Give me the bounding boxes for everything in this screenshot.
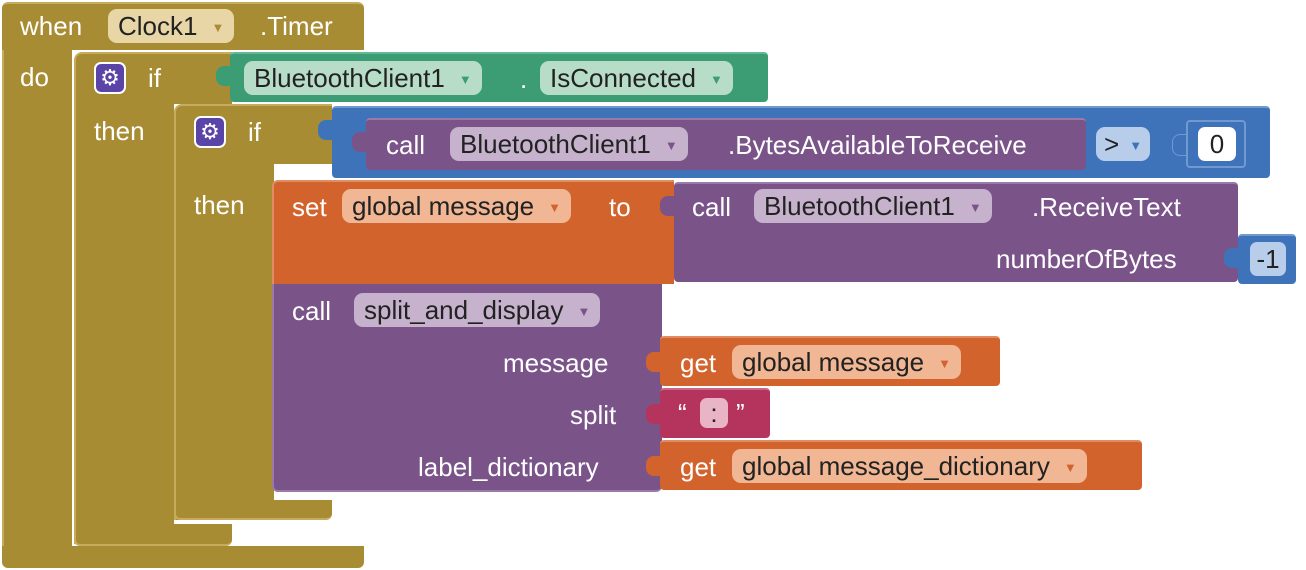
- dropdown-arrow-icon: ▼: [664, 138, 678, 153]
- to-keyword: to: [609, 192, 631, 222]
- arg-label-message: message: [503, 348, 609, 378]
- clock-component-label: Clock1: [118, 11, 198, 41]
- dropdown-arrow-icon: ▼: [938, 356, 951, 371]
- dropdown-arrow-icon: ▼: [1129, 138, 1143, 153]
- arg-label-dictionary: label_dictionary: [418, 452, 599, 482]
- procedure-call-keyword: call: [292, 296, 332, 326]
- variable-label: global message_dictionary: [742, 451, 1050, 481]
- property-dot: .: [520, 64, 528, 94]
- bluetooth-component-dropdown[interactable]: BluetoothClient1 ▼: [754, 189, 992, 223]
- operator-label: >: [1104, 129, 1120, 159]
- bytes-available-block[interactable]: [366, 118, 1086, 170]
- connector-tab: [646, 352, 660, 372]
- dropdown-arrow-icon: ▼: [709, 72, 723, 87]
- get-keyword: get: [680, 348, 717, 378]
- gear-icon[interactable]: ⚙: [194, 116, 226, 148]
- property-label: IsConnected: [550, 63, 696, 93]
- inner-then-keyword: then: [194, 190, 245, 220]
- text-field[interactable]: :: [700, 398, 728, 428]
- dropdown-arrow-icon: ▼: [211, 20, 225, 35]
- arg-label-split: split: [570, 400, 617, 430]
- set-keyword: set: [292, 192, 327, 222]
- receive-method-name: .ReceiveText: [1032, 192, 1181, 222]
- procedure-dropdown[interactable]: split_and_display ▼: [354, 293, 601, 327]
- event-name: .Timer: [260, 11, 333, 41]
- method-name: .BytesAvailableToReceive: [728, 130, 1027, 160]
- bluetooth-component-label: BluetoothClient1: [460, 129, 651, 159]
- close-quote: ”: [736, 398, 745, 428]
- bluetooth-component-dropdown[interactable]: BluetoothClient1 ▼: [450, 127, 688, 161]
- variable-dropdown[interactable]: global message_dictionary ▼: [732, 449, 1087, 483]
- bluetooth-component-dropdown[interactable]: BluetoothClient1 ▼: [244, 61, 482, 95]
- dropdown-arrow-icon: ▼: [548, 200, 561, 215]
- connector-tab: [318, 120, 332, 140]
- connector-tab: [646, 456, 660, 476]
- variable-label: global message: [742, 347, 925, 377]
- number-field[interactable]: 0: [1198, 127, 1236, 161]
- open-quote: “: [678, 398, 687, 428]
- connector-tab: [646, 404, 660, 424]
- dropdown-arrow-icon: ▼: [458, 72, 472, 87]
- outer-then-keyword: then: [94, 116, 145, 146]
- operator-dropdown[interactable]: >▼: [1096, 127, 1151, 161]
- clock-component-dropdown[interactable]: Clock1 ▼: [108, 9, 235, 43]
- connector-tab: [660, 196, 674, 216]
- receive-call-keyword: call: [692, 192, 732, 222]
- keyword-when: when: [20, 11, 83, 41]
- connector-tab: [216, 66, 230, 86]
- bluetooth-component-label: BluetoothClient1: [764, 191, 955, 221]
- outer-if-keyword: if: [148, 63, 161, 93]
- dropdown-arrow-icon: ▼: [968, 200, 982, 215]
- get-keyword: get: [680, 452, 717, 482]
- connector-tab: [1224, 248, 1238, 268]
- gear-icon[interactable]: ⚙: [94, 62, 126, 94]
- procedure-label: split_and_display: [364, 295, 564, 325]
- keyword-do: do: [20, 62, 49, 92]
- property-dropdown[interactable]: IsConnected ▼: [540, 61, 733, 95]
- variable-dropdown[interactable]: global message ▼: [342, 189, 571, 223]
- inner-call-keyword: call: [386, 130, 426, 160]
- bluetooth-component-label: BluetoothClient1: [254, 63, 445, 93]
- inner-if-keyword: if: [248, 117, 261, 147]
- inner-if-block[interactable]: [174, 104, 332, 520]
- number-of-bytes-label: numberOfBytes: [996, 244, 1177, 274]
- connector-tab: [352, 132, 366, 152]
- outer-if-block[interactable]: [74, 52, 232, 546]
- dropdown-arrow-icon: ▼: [577, 304, 591, 319]
- dropdown-arrow-icon: ▼: [1063, 460, 1077, 475]
- variable-label: global message: [352, 191, 535, 221]
- variable-dropdown[interactable]: global message ▼: [732, 345, 961, 379]
- number-field[interactable]: -1: [1250, 242, 1286, 276]
